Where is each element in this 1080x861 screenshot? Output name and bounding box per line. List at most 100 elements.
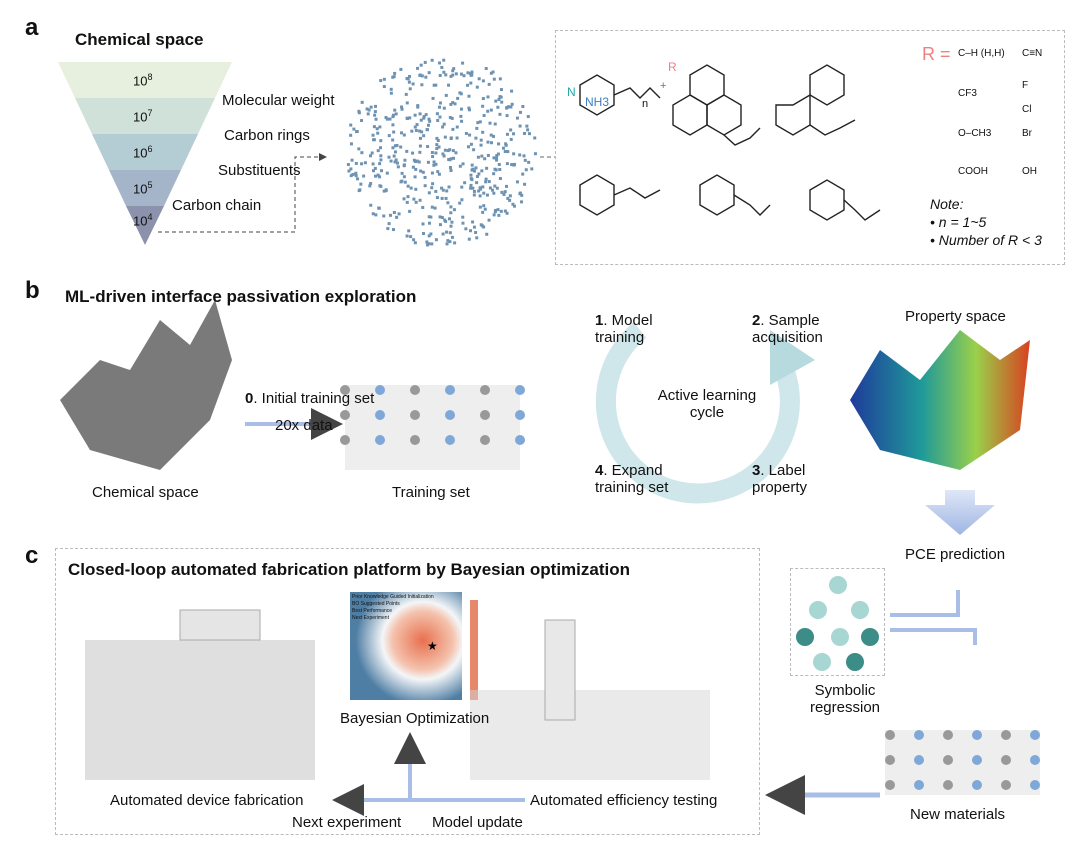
scatter-point [449,224,453,228]
scatter-point [482,191,486,195]
scatter-point [406,195,410,199]
plus-label: + [660,80,667,92]
scatter-point [515,180,519,184]
scatter-point [505,106,509,110]
scatter-point [505,132,509,136]
scatter-point [449,169,453,173]
scatter-point [510,102,514,106]
scatter-point [360,100,364,104]
scatter-point [428,119,432,123]
scatter-point [526,115,530,119]
best-performance-star: ★ [427,639,438,653]
scatter-point [443,148,447,152]
training-set-lattice [340,385,525,470]
scatter-point [444,196,448,200]
scatter-point [505,162,509,166]
scatter-point [402,175,406,179]
lattice-atom [410,410,420,420]
lattice-atom [972,730,982,740]
scatter-point [414,187,418,191]
scatter-point [385,171,389,175]
scatter-point [399,67,403,71]
new-materials-lattice [885,730,1040,795]
scatter-point [369,182,373,186]
scatter-point [408,116,412,120]
scatter-point [349,133,353,137]
scatter-point [393,71,397,75]
scatter-point [480,169,484,173]
scatter-point [368,184,372,188]
scatter-point [420,74,424,78]
scatter-point [376,149,380,153]
scatter-point [374,104,378,108]
scatter-point [359,182,363,186]
scatter-point [391,115,395,119]
scatter-point [360,119,364,123]
panel-b-title: ML-driven interface passivation explorat… [65,287,417,306]
scatter-point [410,129,414,133]
scatter-point [404,92,408,96]
scatter-point [435,143,439,147]
scatter-point [520,200,524,204]
scatter-point [367,108,371,112]
scatter-point [500,190,504,194]
scatter-point [444,219,448,223]
scatter-point [461,215,465,219]
scatter-point [430,205,434,209]
scatter-point [442,122,446,126]
n-label: n [642,98,649,110]
scatter-point [493,167,497,171]
scatter-point [486,140,490,144]
scatter-point [423,184,427,188]
scatter-point [379,184,383,188]
scatter-point [469,183,473,187]
scatter-point [522,131,526,135]
scatter-point [492,134,496,138]
scatter-point [467,94,471,98]
scatter-point [389,159,393,163]
scatter-point [506,150,510,154]
model-update-label: Model update [432,814,523,831]
scatter-point [513,162,517,166]
scatter-point [426,145,430,149]
scatter-point [461,61,465,65]
scatter-point [470,163,474,167]
scatter-point [469,73,473,77]
scatter-point [438,101,442,105]
scatter-point [431,182,435,186]
scatter-point [365,107,369,111]
r-group-item: Br [1022,128,1032,139]
scatter-point [393,150,397,154]
scatter-point [477,77,481,81]
scatter-point [418,136,422,140]
scatter-point [449,205,453,209]
scatter-point [450,220,454,224]
scatter-point [511,202,515,206]
fabrication-label: Automated device fabrication [110,792,304,809]
lattice-atom [340,435,350,445]
scatter-point [384,116,388,120]
lattice-atom [515,410,525,420]
scatter-point [497,162,501,166]
scatter-point [434,83,438,87]
r-group-item: CF3 [958,88,977,99]
scatter-point [490,188,494,192]
scatter-point [509,137,513,141]
scatter-point [509,128,513,132]
scatter-point [458,91,462,95]
scatter-point [484,177,488,181]
scatter-point [471,220,475,224]
scatter-point [477,189,481,193]
scatter-point [372,125,376,129]
scatter-point [469,229,473,233]
scatter-point [436,138,440,142]
scatter-point [430,58,434,62]
scatter-point [477,172,481,176]
scatter-point [475,174,479,178]
scatter-point [421,170,425,174]
scatter-point [363,161,367,165]
scatter-point [449,136,453,140]
scatter-point [469,81,473,85]
scatter-point [512,132,516,136]
